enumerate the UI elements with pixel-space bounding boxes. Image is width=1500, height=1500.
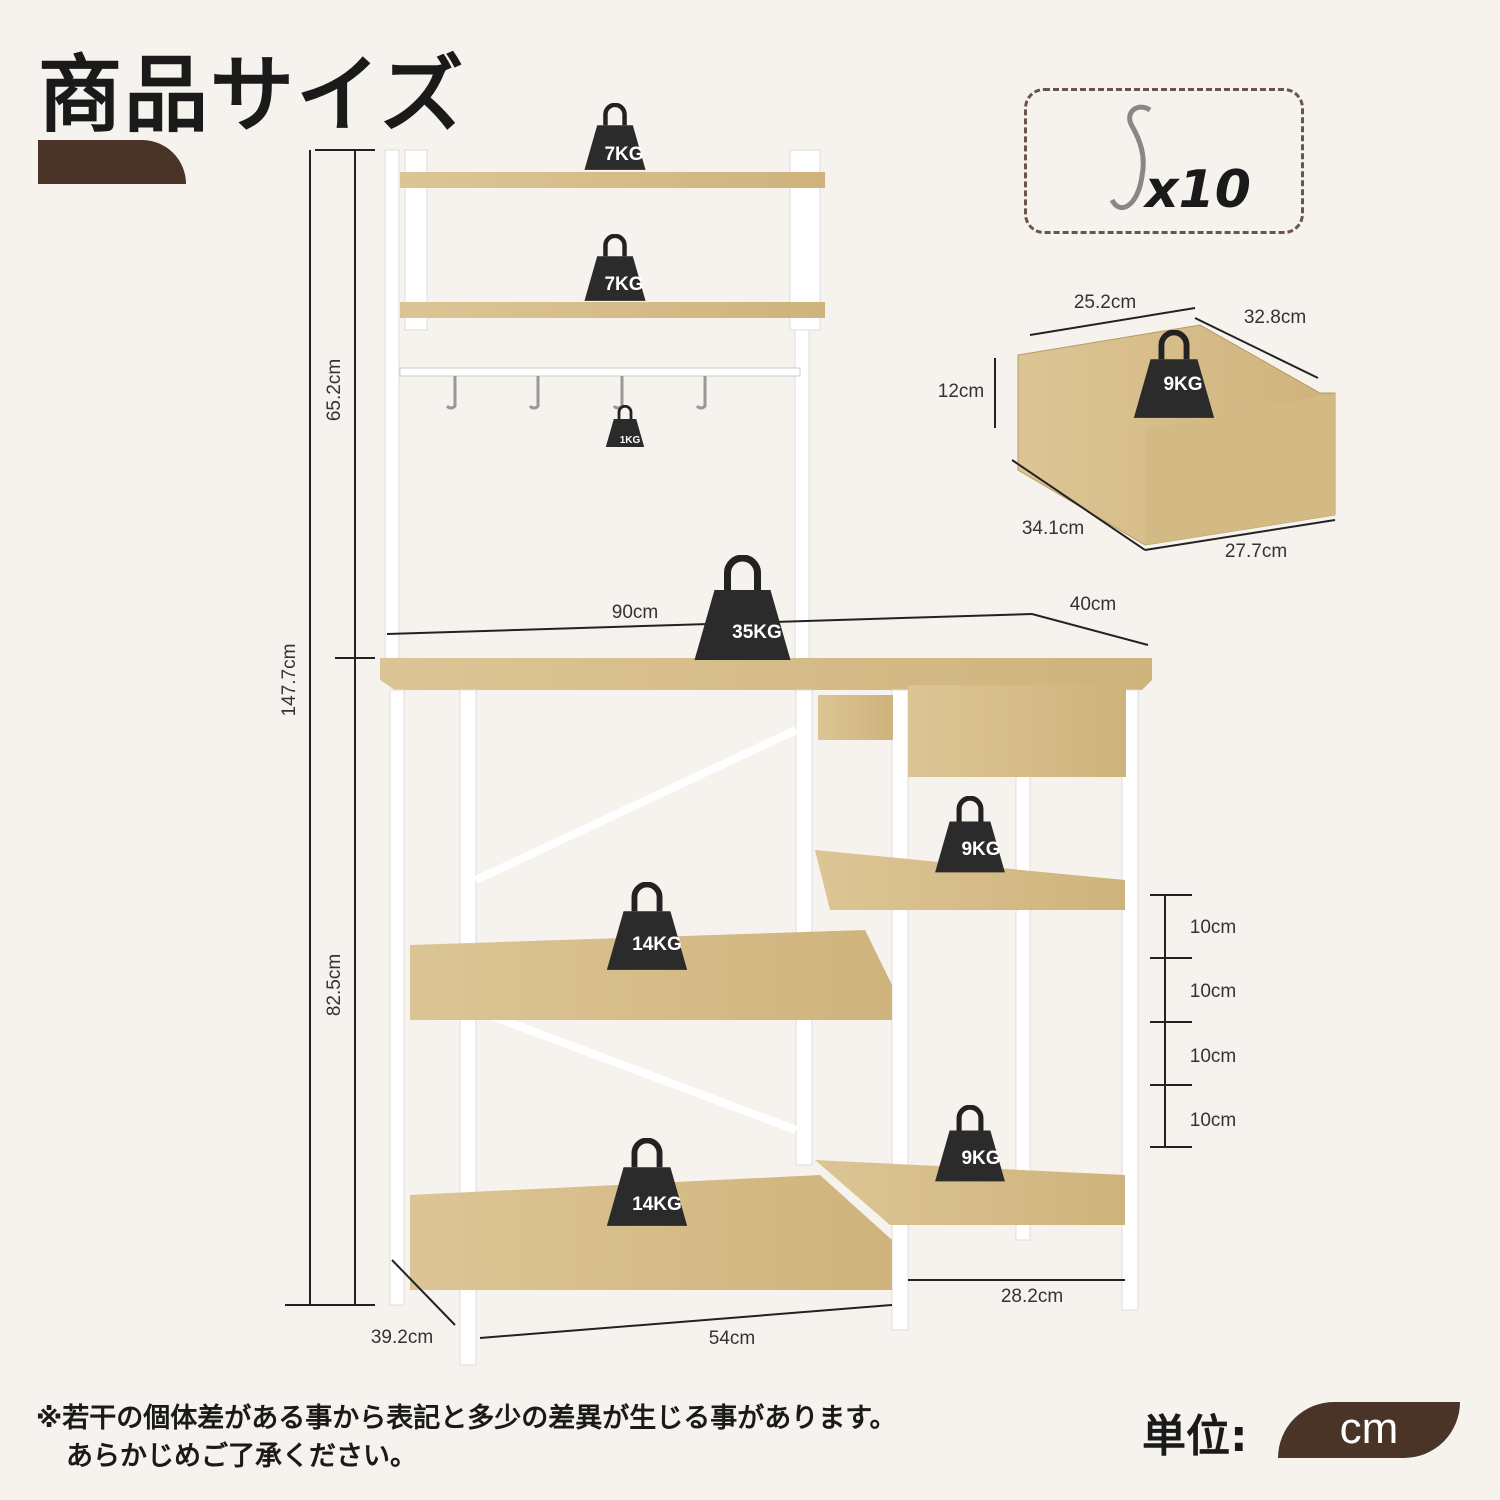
dim-bottom-depth: 39.2cm (371, 1327, 433, 1348)
weight-icon (935, 798, 1005, 872)
dim-adjust-step: 10cm (1190, 1110, 1236, 1131)
dim-drawer-height: 12cm (938, 381, 984, 402)
weight-icon (935, 1107, 1005, 1181)
dim-total-height: 147.7cm (279, 644, 300, 717)
load-drawer: 9KG (1163, 374, 1202, 395)
dim-width: 90cm (612, 602, 658, 623)
dim-adjust-step: 10cm (1190, 1046, 1236, 1067)
dim-adjust-step: 10cm (1190, 981, 1236, 1002)
note-line: ※若干の個体差がある事から表記と多少の差異が生じる事があります。 (36, 1403, 897, 1434)
dim-drawer-top-width: 25.2cm (1074, 292, 1136, 313)
dim-bottom-right-width: 28.2cm (1001, 1286, 1063, 1307)
weight-icon (607, 885, 687, 970)
unit-badge: cm (1278, 1402, 1460, 1458)
dim-drawer-bottom-depth: 34.1cm (1022, 518, 1084, 539)
hooks-count: x10 (1145, 160, 1251, 220)
load-right-upper-shelf: 9KG (961, 839, 1000, 860)
rack-illustration (380, 149, 1336, 1366)
dim-drawer-top-depth: 32.8cm (1244, 307, 1306, 328)
page-title: 商品サイズ (38, 46, 466, 144)
dimension-lines (285, 149, 1336, 1339)
dim-bottom-left-width: 54cm (709, 1328, 755, 1349)
load-top-shelf: 7KG (604, 144, 643, 165)
unit-label: 単位: (1142, 1411, 1248, 1462)
dim-drawer-bottom-width: 27.7cm (1225, 541, 1287, 562)
dim-top-section-height: 65.2cm (324, 359, 345, 421)
dim-adjust-step: 10cm (1190, 917, 1236, 938)
load-tabletop: 35KG (732, 622, 782, 643)
title-accent-bar (38, 140, 186, 184)
dim-depth: 40cm (1070, 594, 1116, 615)
note-line: あらかじめご了承ください。 (66, 1441, 417, 1472)
disclaimer-note: ※若干の個体差がある事から表記と多少の差異が生じる事があります。 あらかじめご了… (36, 1400, 897, 1476)
dim-lower-section-height: 82.5cm (324, 954, 345, 1016)
load-left-middle-shelf: 14KG (632, 934, 682, 955)
hooks-accessory-box (1024, 88, 1304, 234)
load-second-shelf: 7KG (604, 274, 643, 295)
load-left-bottom-shelf: 14KG (632, 1194, 682, 1215)
load-right-bottom-shelf: 9KG (961, 1148, 1000, 1169)
weight-icon (695, 558, 791, 660)
s-hook-icon (1109, 104, 1152, 211)
load-hook: 1KG (620, 435, 641, 446)
